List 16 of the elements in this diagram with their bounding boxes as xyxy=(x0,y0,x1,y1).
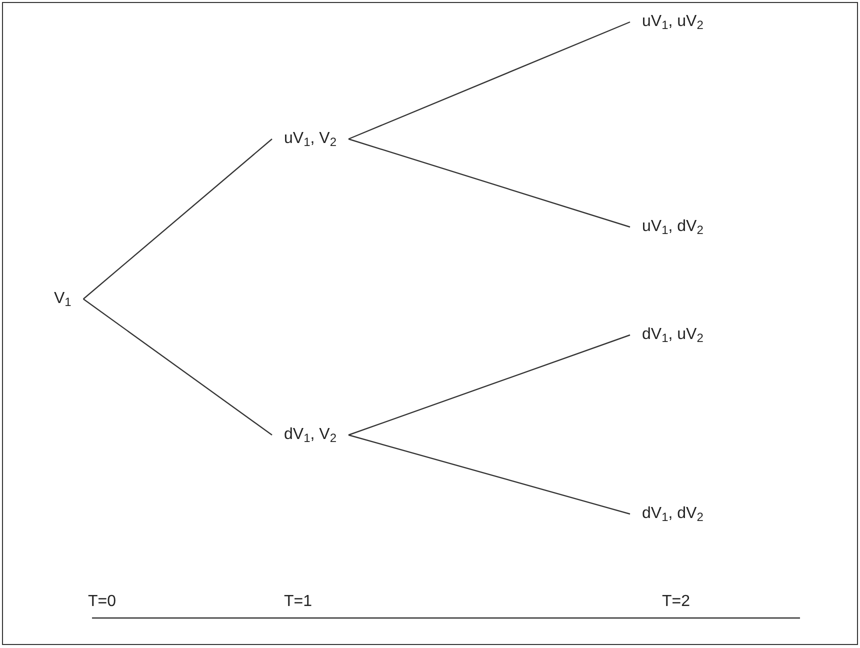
branch-line xyxy=(348,138,630,228)
state-label: uV$_{1}$, uV$_{2}$ xyxy=(642,13,704,30)
time-label: T=2 xyxy=(662,592,690,612)
state-label: dV$_{1}$, V$_{2}$ xyxy=(284,426,337,443)
state-label: dV$_{1}$, uV$_{2}$ xyxy=(642,326,704,343)
time-label: T=1 xyxy=(284,592,312,612)
branch-line xyxy=(82,138,272,300)
state-label: uV$_{1}$, V$_{2}$ xyxy=(284,130,337,147)
branch-line xyxy=(83,298,272,436)
branch-line xyxy=(348,434,630,515)
state-label: uV$_{1}$, dV$_{2}$ xyxy=(642,218,704,235)
branch-line xyxy=(348,334,630,436)
state-label: dV$_{1}$, dV$_{2}$ xyxy=(642,505,704,522)
time-label: T=0 xyxy=(88,592,116,612)
state-label: V$_{1}$ xyxy=(54,290,72,307)
branch-line xyxy=(348,21,630,140)
